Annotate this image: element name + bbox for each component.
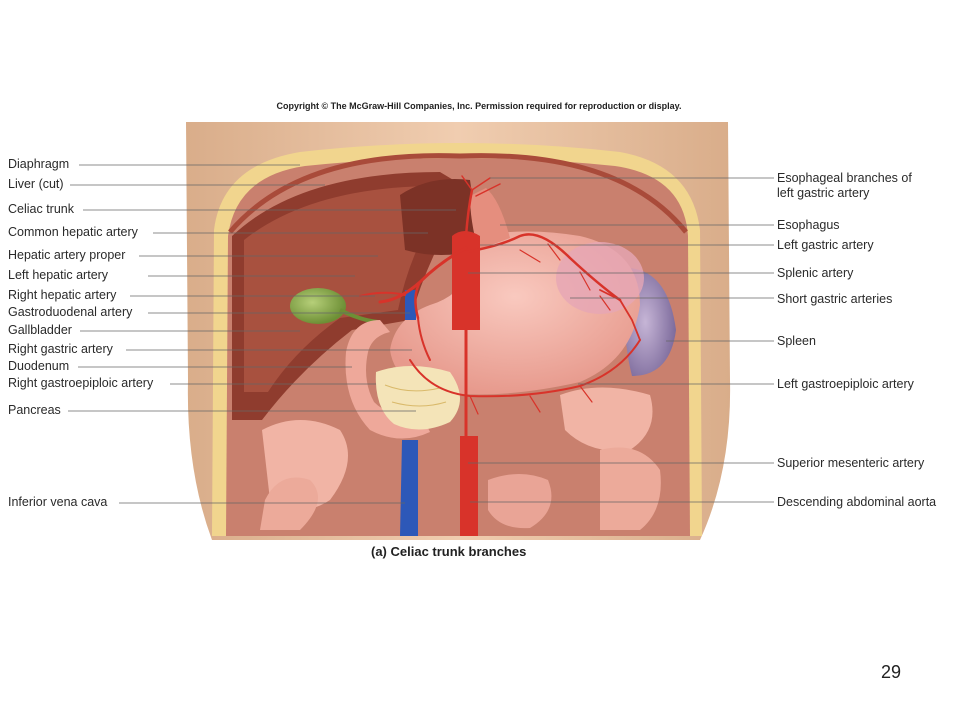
liver-cut-surface	[244, 186, 446, 392]
label-splenic-artery: Splenic artery	[777, 266, 854, 280]
intestine-loop-center	[488, 474, 552, 529]
diaphragm	[228, 153, 688, 234]
label-celiac-trunk: Celiac trunk	[8, 202, 74, 216]
right-leader-lines	[468, 177, 774, 503]
label-spleen: Spleen	[777, 334, 816, 348]
label-esophageal-branches-line2: left gastric artery	[777, 186, 870, 200]
page-number: 29	[881, 662, 902, 682]
label-right-gastroepiploic-artery: Right gastroepiploic artery	[8, 376, 154, 390]
label-left-gastric-artery: Left gastric artery	[777, 238, 874, 252]
label-common-hepatic-artery: Common hepatic artery	[8, 225, 138, 239]
label-hepatic-artery-proper: Hepatic artery proper	[8, 248, 126, 262]
small-intestine-right	[560, 387, 653, 451]
left-leader-lines	[68, 164, 456, 504]
label-diaphragm: Diaphragm	[8, 157, 70, 171]
label-descending-abdominal-aorta: Descending abdominal aorta	[777, 495, 937, 509]
stomach-fundus	[556, 242, 644, 314]
label-duodenum: Duodenum	[8, 359, 70, 373]
inferior-vena-cava	[400, 440, 418, 536]
label-esophagus: Esophagus	[777, 218, 840, 232]
label-pancreas: Pancreas	[8, 403, 61, 417]
label-right-hepatic-artery: Right hepatic artery	[8, 288, 117, 302]
label-gallbladder: Gallbladder	[8, 323, 72, 337]
label-inferior-vena-cava: Inferior vena cava	[8, 495, 108, 509]
copyright-notice: Copyright © The McGraw-Hill Companies, I…	[276, 101, 682, 111]
label-superior-mesenteric-artery: Superior mesenteric artery	[777, 456, 925, 470]
label-right-gastric-artery: Right gastric artery	[8, 342, 113, 356]
gallbladder	[290, 288, 346, 324]
esophagus	[470, 188, 510, 250]
pancreas	[375, 366, 460, 430]
label-liver-cut: Liver (cut)	[8, 177, 64, 191]
figure-caption: (a) Celiac trunk branches	[371, 544, 527, 559]
label-gastroduodenal-artery: Gastroduodenal artery	[8, 305, 133, 319]
label-left-hepatic-artery: Left hepatic artery	[8, 268, 109, 282]
label-esophageal-branches-line1: Esophageal branches of	[777, 171, 912, 185]
label-short-gastric-arteries: Short gastric arteries	[777, 292, 893, 306]
label-left-gastroepiploic-artery: Left gastroepiploic artery	[777, 377, 914, 391]
abdominal-aorta	[452, 231, 480, 330]
